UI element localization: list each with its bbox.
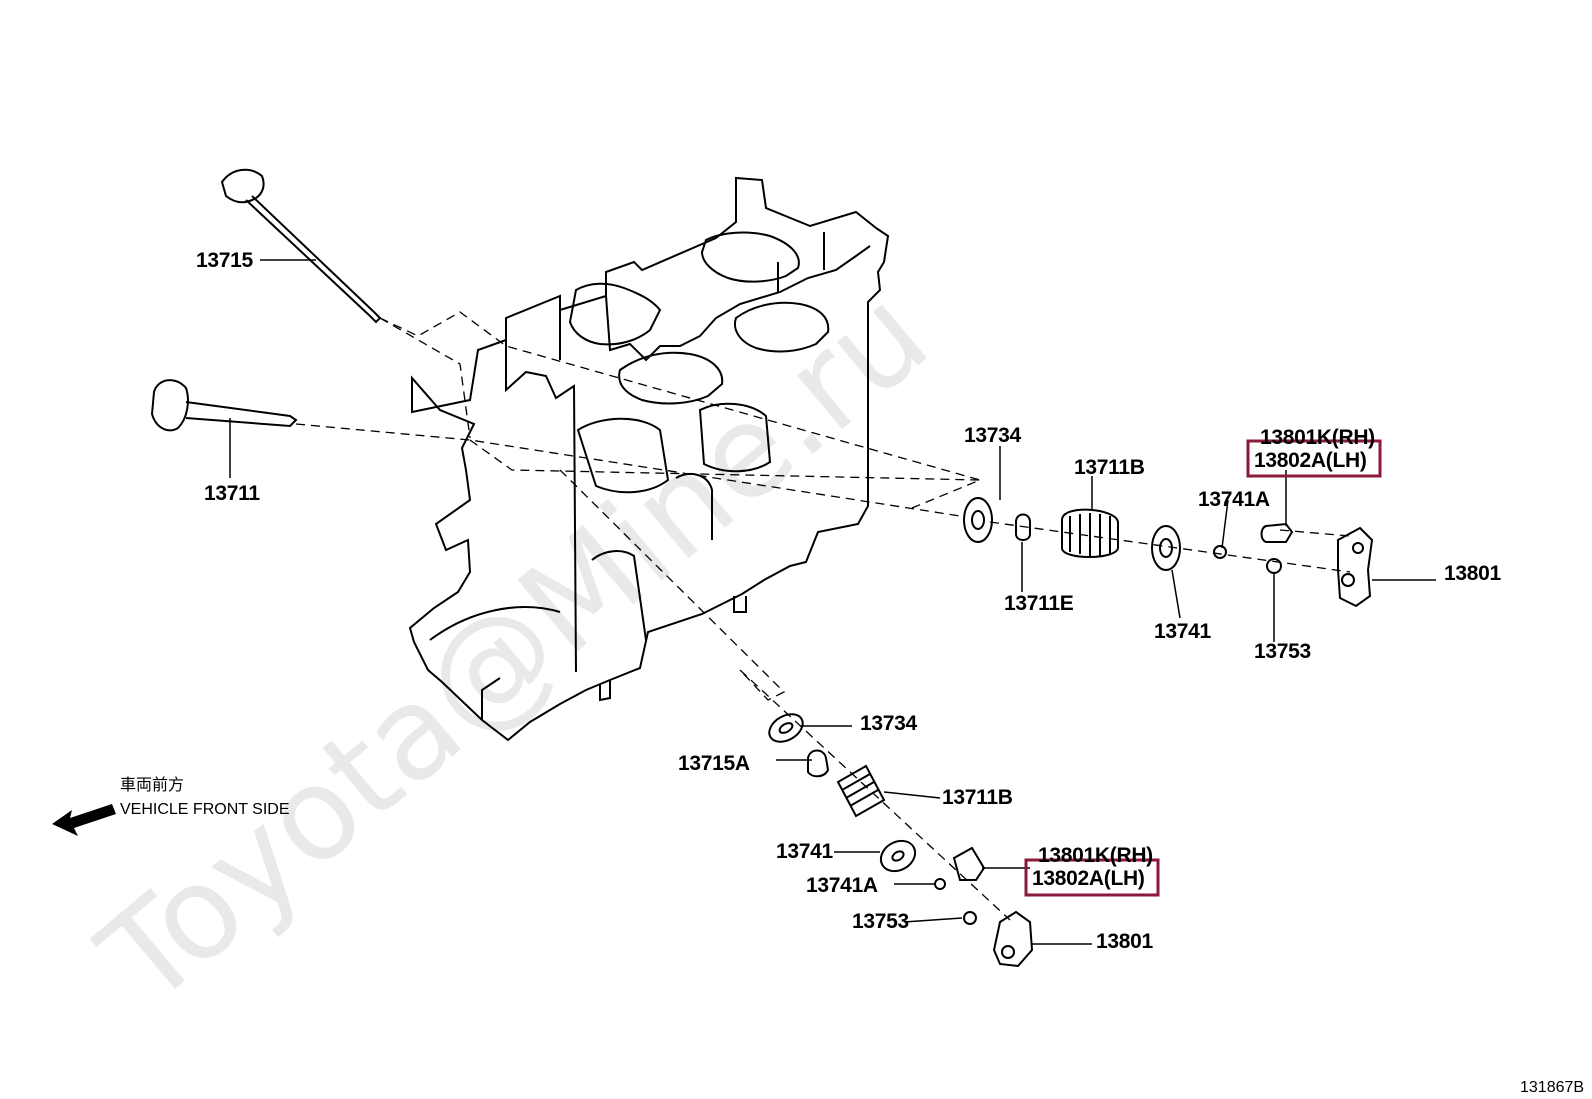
- label-13715a: 13715A: [678, 752, 750, 775]
- label-13734-upper: 13734: [964, 424, 1022, 447]
- label-13741-upper: 13741: [1154, 620, 1212, 643]
- diagram-id: 131867B: [1520, 1079, 1584, 1096]
- upper-valve-train: [963, 497, 1374, 608]
- label-13753-upper: 13753: [1254, 640, 1311, 663]
- valve-intake: [150, 379, 298, 432]
- label-13715: 13715: [196, 249, 254, 272]
- label-13741a-lower: 13741A: [806, 874, 878, 897]
- part-labels: 13715 13711 13734 13711B 13711E 13741 13…: [196, 249, 1502, 953]
- lower-valve-train: [768, 713, 1034, 968]
- label-13741-lower: 13741: [776, 840, 834, 863]
- label-13801k-rh-lower: 13801K(RH): [1038, 844, 1153, 867]
- label-13741a-upper: 13741A: [1198, 488, 1270, 511]
- label-13711b-lower: 13711B: [942, 786, 1013, 809]
- label-13802a-lh-lower: 13802A(LH): [1032, 867, 1145, 890]
- highlight-box-upper: [1246, 439, 1382, 478]
- front-note-jp: 車両前方: [120, 776, 184, 794]
- label-13711b-upper: 13711B: [1074, 456, 1145, 479]
- label-13753-lower: 13753: [852, 910, 909, 933]
- front-arrow-icon: [52, 804, 116, 836]
- label-13801-lower: 13801: [1096, 930, 1154, 953]
- leader-lines: [229, 259, 1436, 945]
- highlight-box-lower: [1024, 858, 1160, 897]
- label-13801k-rh-upper: 13801K(RH): [1260, 426, 1375, 449]
- label-13802a-lh-upper: 13802A(LH): [1254, 449, 1367, 472]
- label-13734-lower: 13734: [860, 712, 918, 735]
- label-13711e: 13711E: [1004, 592, 1074, 615]
- assembly-axis-lines: [295, 311, 1351, 921]
- vehicle-front-note: 車両前方 VEHICLE FRONT SIDE: [52, 776, 290, 836]
- valve-exhaust: [220, 168, 382, 324]
- watermark: Toyota@Mine.ru: [73, 260, 955, 1034]
- label-13711: 13711: [204, 482, 260, 505]
- label-13801-upper: 13801: [1444, 562, 1502, 585]
- front-note-en: VEHICLE FRONT SIDE: [120, 801, 290, 818]
